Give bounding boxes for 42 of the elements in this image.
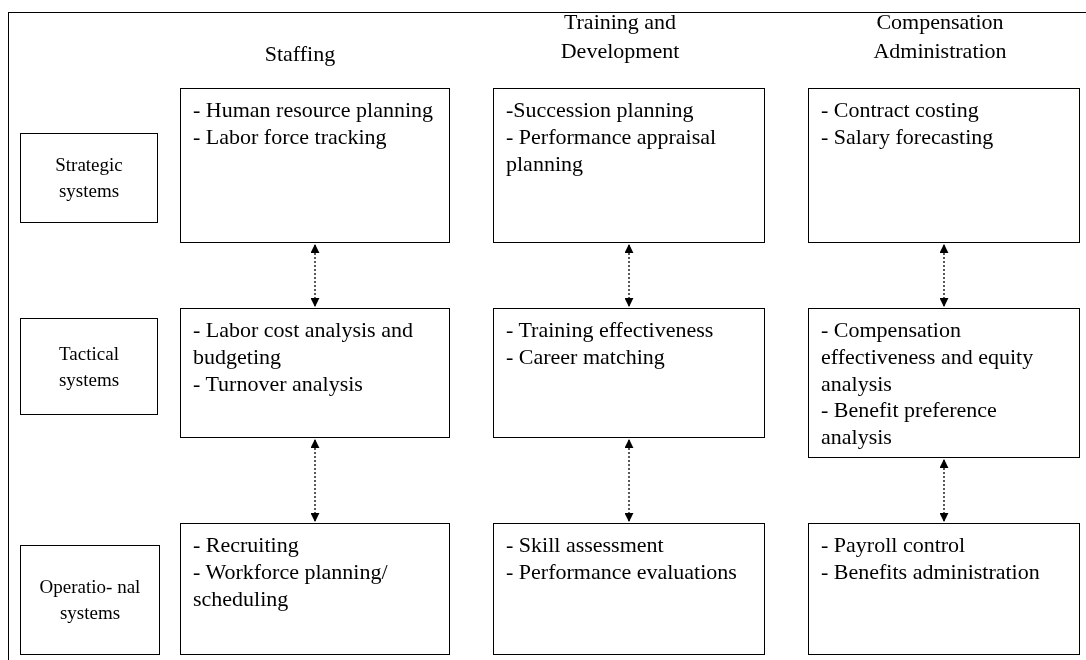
list-item: - Turnover analysis — [193, 370, 364, 398]
double-arrow — [939, 244, 949, 307]
function-box — [808, 523, 1080, 655]
double-arrow — [939, 459, 949, 522]
list-item: - Training effectiveness — [506, 317, 715, 344]
double-arrow — [624, 439, 634, 522]
function-box — [180, 523, 450, 655]
function-box — [180, 308, 450, 438]
function-box — [493, 523, 765, 655]
list-item: - Career matching — [506, 343, 666, 371]
row-label: Strategic systems — [54, 153, 124, 203]
column-heading: Compensation Administration — [872, 8, 1008, 65]
row-label-box — [20, 318, 158, 415]
double-arrow — [310, 244, 320, 307]
function-box — [180, 88, 450, 243]
column-heading: Training and Development — [559, 8, 681, 65]
function-box — [493, 308, 765, 438]
list-item: - Human resource planning — [193, 97, 435, 124]
list-item: - Performance appraisal planning — [506, 123, 718, 178]
row-label-box — [20, 545, 160, 655]
list-item: - Recruiting — [193, 532, 300, 559]
list-item: - Benefit preference analysis — [821, 397, 998, 452]
column-heading: Staffing — [263, 40, 337, 68]
list-item: - Contract costing — [821, 97, 980, 124]
function-box — [808, 308, 1080, 458]
double-arrow — [310, 439, 320, 522]
row-label: Operatio- nal systems — [38, 575, 142, 625]
list-item: -Succession planning — [506, 97, 695, 124]
list-item: - Compensation effectiveness and equity analysis — [821, 317, 1035, 398]
list-item: - Workforce planning/ scheduling — [193, 558, 389, 613]
row-label: Tactical systems — [57, 341, 121, 392]
list-item: - Benefits administration — [821, 558, 1041, 586]
list-item: - Payroll control — [821, 532, 967, 559]
list-item: - Labor force tracking — [193, 123, 388, 151]
double-arrow — [624, 244, 634, 307]
function-box — [493, 88, 765, 243]
function-box — [808, 88, 1080, 243]
list-item: - Skill assessment — [506, 532, 665, 559]
list-item: - Performance evaluations — [506, 558, 738, 586]
list-item: - Labor cost analysis and budgeting — [193, 317, 414, 371]
row-label-box — [20, 133, 158, 223]
list-item: - Salary forecasting — [821, 123, 995, 151]
